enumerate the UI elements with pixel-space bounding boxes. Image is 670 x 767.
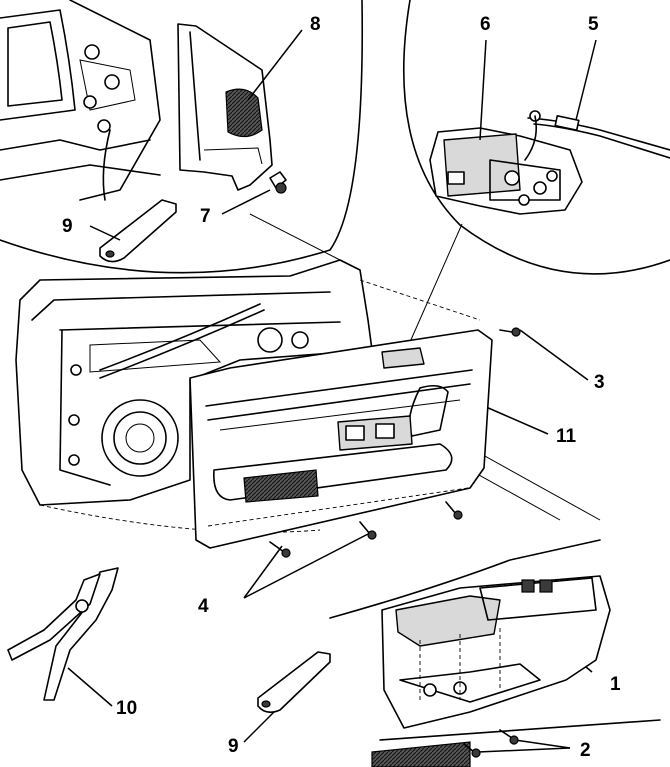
screw-icon: [463, 743, 481, 758]
callout-8: 8: [310, 14, 321, 35]
detail-circle-mirror-trim: [0, 0, 364, 274]
release-cable-icon: [524, 110, 670, 161]
door-inner-shell: [15, 259, 481, 533]
screw-icon: [499, 729, 519, 745]
callout-9-top: 9: [62, 216, 73, 237]
callout-1: 1: [610, 674, 621, 695]
screw-icon: [359, 521, 377, 540]
screw-icon: [499, 327, 521, 337]
armrest-switch-panel: [329, 539, 661, 767]
callout-10: 10: [116, 698, 137, 719]
callout-7: 7: [200, 206, 211, 227]
callout-9-bottom: 9: [228, 736, 239, 757]
trim-clip-pliers-icon: [7, 567, 119, 701]
trim-removal-wedge-icon: [99, 199, 177, 263]
callout-4: 4: [198, 596, 209, 617]
screw-icon: [269, 541, 291, 558]
callout-6: 6: [480, 14, 491, 35]
trim-removal-wedge-icon: [257, 651, 331, 714]
callout-2: 2: [580, 740, 591, 761]
detail-circle-door-handle: [402, 0, 670, 275]
screw-icon: [269, 171, 287, 194]
callout-3: 3: [594, 372, 605, 393]
screw-icon: [445, 501, 463, 520]
callout-11: 11: [556, 426, 577, 447]
door-trim-panel: [189, 327, 521, 558]
callout-5: 5: [588, 14, 599, 35]
